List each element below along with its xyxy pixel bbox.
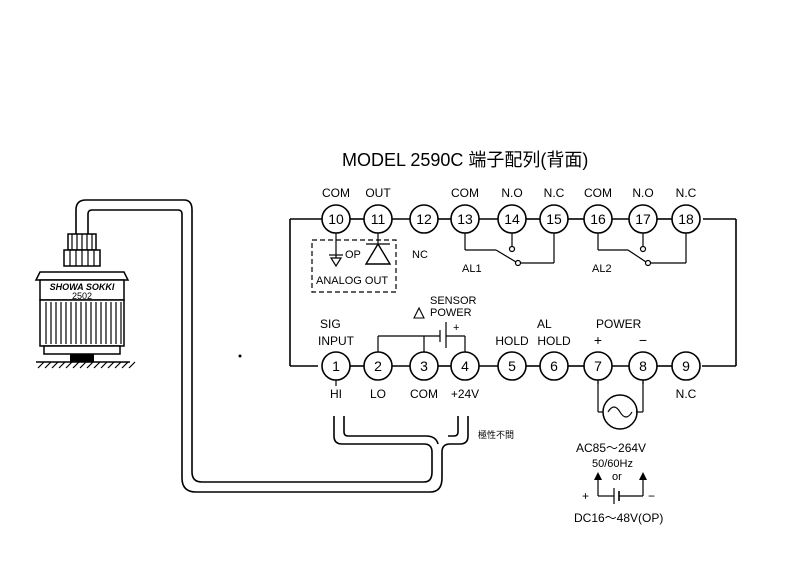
- terminal-6: 6 HOLD: [537, 334, 571, 381]
- op-label: OP: [345, 249, 361, 261]
- terminal-14: 14 N.O: [497, 186, 527, 234]
- input-label: INPUT: [318, 334, 355, 348]
- terminal-5-number: 5: [508, 358, 516, 374]
- terminal-9: 9N.C: [671, 351, 701, 401]
- terminal-10-number: 10: [328, 211, 344, 227]
- terminal-11-label: OUT: [365, 186, 391, 200]
- terminal-9-bottom-label: N.C: [676, 387, 697, 401]
- al1-label: AL1: [462, 263, 482, 275]
- alarm-relay-al2: AL2: [592, 233, 687, 275]
- terminal-15: 15 N.C: [539, 186, 569, 234]
- al2-label: AL2: [592, 263, 612, 275]
- terminal-1-number: 1: [332, 358, 340, 374]
- terminal-4-number: 4: [461, 358, 469, 374]
- terminal-3-bottom-label: COM: [410, 387, 438, 401]
- terminal-11: 11 OUT: [363, 186, 393, 234]
- dc-voltage-label: DC16～48V(OP): [574, 511, 663, 525]
- top-terminal-row: 10 COM 11 OUT 12 13 COM 14 N.O 15 N.C 16 COM 17 N.O 18 N…: [321, 186, 701, 234]
- terminal-2: 2LO: [363, 351, 393, 401]
- terminal-17: 17 N.O: [628, 186, 658, 234]
- terminal-11-number: 11: [371, 211, 386, 227]
- sensor-power-label: POWER: [430, 307, 472, 319]
- dc-minus: −: [648, 489, 655, 503]
- power-supply: AC85～264V 50/60Hz or + − DC16～48V(OP): [574, 380, 663, 525]
- terminal-18-label: N.C: [676, 186, 697, 200]
- sensor-2502: SHOWA SOKKI 2502: [34, 233, 136, 369]
- terminal-6-number: 6: [550, 358, 558, 374]
- terminal-16-label: COM: [584, 186, 612, 200]
- terminal-7-top-label: +: [594, 332, 602, 348]
- terminal-17-label: N.O: [632, 186, 653, 200]
- signal-input-section: SIG INPUT SENSOR POWER + AL POWER: [318, 295, 642, 352]
- terminal-17-number: 17: [635, 211, 651, 227]
- terminal-2-bottom-label: LO: [370, 387, 386, 401]
- terminal-3-number: 3: [420, 358, 428, 374]
- terminal-2-number: 2: [374, 358, 382, 374]
- terminal-7-number: 7: [594, 358, 602, 374]
- terminal-4: 4 +24V: [450, 351, 480, 401]
- terminal-10-label: COM: [322, 186, 350, 200]
- terminal-16: 16 COM: [583, 186, 613, 234]
- terminal-5: 5 HOLD: [495, 334, 529, 381]
- sensor-model: 2502: [72, 291, 92, 301]
- terminal-13-number: 13: [457, 211, 473, 227]
- or-label: or: [612, 471, 622, 483]
- terminal-8-top-label: −: [639, 332, 647, 348]
- sensor-brand: SHOWA SOKKI: [50, 282, 115, 292]
- terminal-6-top-label: HOLD: [537, 334, 571, 348]
- dc-plus: +: [582, 489, 589, 503]
- terminal-16-number: 16: [590, 211, 606, 227]
- terminal-1-bottom-label: HI: [330, 387, 342, 401]
- al-label: AL: [537, 317, 552, 331]
- terminal-4-bottom-label: +24V: [451, 387, 479, 401]
- nc-12-label: NC: [412, 249, 428, 261]
- ac-voltage-label: AC85～264V: [576, 441, 646, 455]
- terminal-7: 7+: [583, 332, 613, 381]
- terminal-8: 8−: [628, 332, 658, 381]
- terminal-9-number: 9: [682, 358, 690, 374]
- terminal-8-number: 8: [639, 358, 647, 374]
- sensor-label: SENSOR: [430, 295, 477, 307]
- alarm-relay-al1: AL1: [462, 233, 555, 275]
- terminal-18: 18 N.C: [671, 186, 701, 234]
- terminal-14-number: 14: [504, 211, 520, 227]
- terminal-5-top-label: HOLD: [495, 334, 529, 348]
- sensor-power-plus: +: [453, 322, 459, 334]
- terminal-15-label: N.C: [544, 186, 565, 200]
- sensor-cable: 極性不問: [75, 199, 514, 493]
- terminal-18-number: 18: [678, 211, 694, 227]
- terminal-10: 10 COM: [321, 186, 351, 234]
- terminal-15-number: 15: [546, 211, 562, 227]
- terminal-12: 12: [409, 204, 439, 234]
- freq-label: 50/60Hz: [592, 458, 633, 470]
- terminal-13: 13 COM: [450, 186, 480, 234]
- analog-out-box: OP ANALOG OUT NC: [311, 233, 428, 293]
- terminal-block-frame: [289, 218, 737, 367]
- terminal-14-label: N.O: [501, 186, 522, 200]
- sig-label: SIG: [320, 317, 341, 331]
- polarity-note: 極性不問: [478, 429, 514, 440]
- power-label: POWER: [596, 317, 642, 331]
- terminal-12-number: 12: [416, 211, 432, 227]
- analog-out-label: ANALOG OUT: [316, 275, 388, 287]
- terminal-13-label: COM: [451, 186, 479, 200]
- terminal-1: 1HI: [321, 351, 351, 401]
- diagram-title: MODEL 2590C 端子配列(背面): [342, 150, 588, 170]
